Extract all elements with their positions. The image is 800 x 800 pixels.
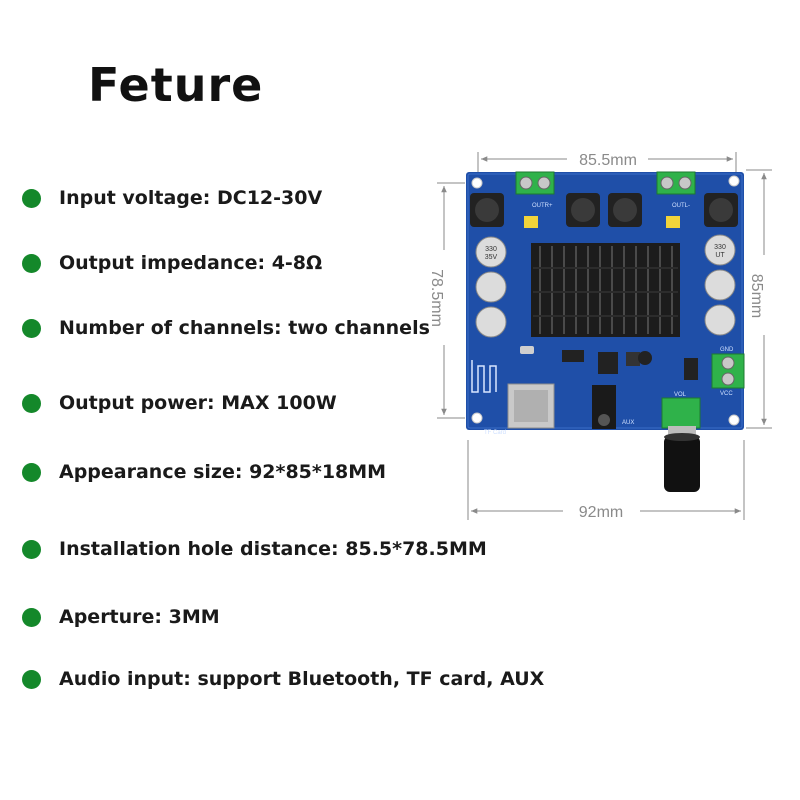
bullet-dot-icon: [22, 253, 41, 273]
dimension-right: [746, 169, 772, 429]
page-title: Feture: [88, 58, 264, 112]
volume-knob-icon: [661, 397, 701, 492]
dimension-top: [477, 152, 737, 175]
feature-item: Output power: MAX 100W: [22, 391, 337, 415]
feature-item: Output impedance: 4-8Ω: [22, 251, 322, 275]
ic-chip: [562, 350, 584, 362]
out-l-label: OUTL-: [672, 203, 690, 209]
aux-label: AUX: [622, 420, 634, 426]
feature-text: Input voltage: DC12-30V: [59, 187, 323, 209]
capacitor-label: 35V: [485, 254, 498, 261]
bullet-dot-icon: [22, 669, 41, 689]
feature-item: Audio input: support Bluetooth, TF card,…: [22, 667, 544, 691]
bullet-dot-icon: [22, 318, 41, 338]
dimension-bottom-label: 92mm: [579, 504, 623, 521]
inductor-2: [566, 193, 600, 227]
feature-item: Number of channels: two channels: [22, 316, 430, 340]
bullet-dot-icon: [22, 393, 41, 413]
out-r-label: OUTR+: [532, 203, 553, 209]
inductor-4: [704, 193, 738, 227]
bullet-dot-icon: [22, 188, 41, 208]
electrolytic-capacitor: [475, 236, 507, 268]
regulator: [684, 358, 698, 380]
feature-text: Installation hole distance: 85.5*78.5MM: [59, 538, 487, 560]
dimension-left-label: 78.5mm: [428, 269, 445, 327]
feature-item: Installation hole distance: 85.5*78.5MM: [22, 537, 487, 561]
feature-text: Output impedance: 4-8Ω: [59, 252, 323, 274]
capacitor-label: UT: [715, 252, 725, 259]
vcc-label: VCC: [720, 391, 733, 397]
capacitor-label: 330: [714, 244, 726, 251]
tf-card-label: TF Card: [484, 430, 506, 436]
speaker-terminal-left: [656, 171, 696, 195]
aux-jack: [592, 385, 616, 429]
feature-text: Audio input: support Bluetooth, TF card,…: [59, 668, 545, 690]
crystal: [520, 346, 534, 354]
feature-item: Input voltage: DC12-30V: [22, 186, 322, 210]
vol-label: VOL: [674, 392, 687, 398]
small-capacitor: [638, 351, 652, 365]
gnd-label: GND: [720, 347, 734, 353]
bullet-dot-icon: [22, 462, 41, 482]
feature-text: Output power: MAX 100W: [59, 392, 337, 414]
feature-text: Appearance size: 92*85*18MM: [59, 461, 387, 483]
inductor-1: [470, 193, 504, 227]
electrolytic-capacitor: [704, 234, 736, 266]
film-capacitor: [666, 216, 680, 228]
speaker-terminal-right: [515, 171, 555, 195]
dimension-left: [437, 182, 465, 419]
ic-chip: [598, 352, 618, 374]
amplifier-board: [466, 172, 744, 430]
film-capacitor: [524, 216, 538, 228]
tf-card-slot: [507, 383, 555, 429]
dimension-right-label: 85mm: [748, 274, 765, 318]
electrolytic-capacitor: [475, 271, 507, 303]
electrolytic-capacitor: [475, 306, 507, 338]
bullet-dot-icon: [22, 607, 41, 627]
electrolytic-capacitor: [704, 304, 736, 336]
ic-chip: [626, 352, 640, 366]
dimension-top-label: 85.5mm: [579, 152, 637, 169]
heatsink: [531, 243, 680, 337]
capacitor-label: 330: [485, 246, 497, 253]
feature-item: Appearance size: 92*85*18MM: [22, 460, 386, 484]
dimension-bottom: [467, 440, 745, 520]
bluetooth-antenna: [471, 360, 497, 393]
inductor-3: [608, 193, 642, 227]
power-terminal: [711, 353, 745, 389]
bullet-dot-icon: [22, 539, 41, 559]
feature-text: Number of channels: two channels: [59, 317, 430, 339]
feature-text: Aperture: 3MM: [59, 606, 220, 628]
electrolytic-capacitor: [704, 269, 736, 301]
feature-item: Aperture: 3MM: [22, 605, 220, 629]
